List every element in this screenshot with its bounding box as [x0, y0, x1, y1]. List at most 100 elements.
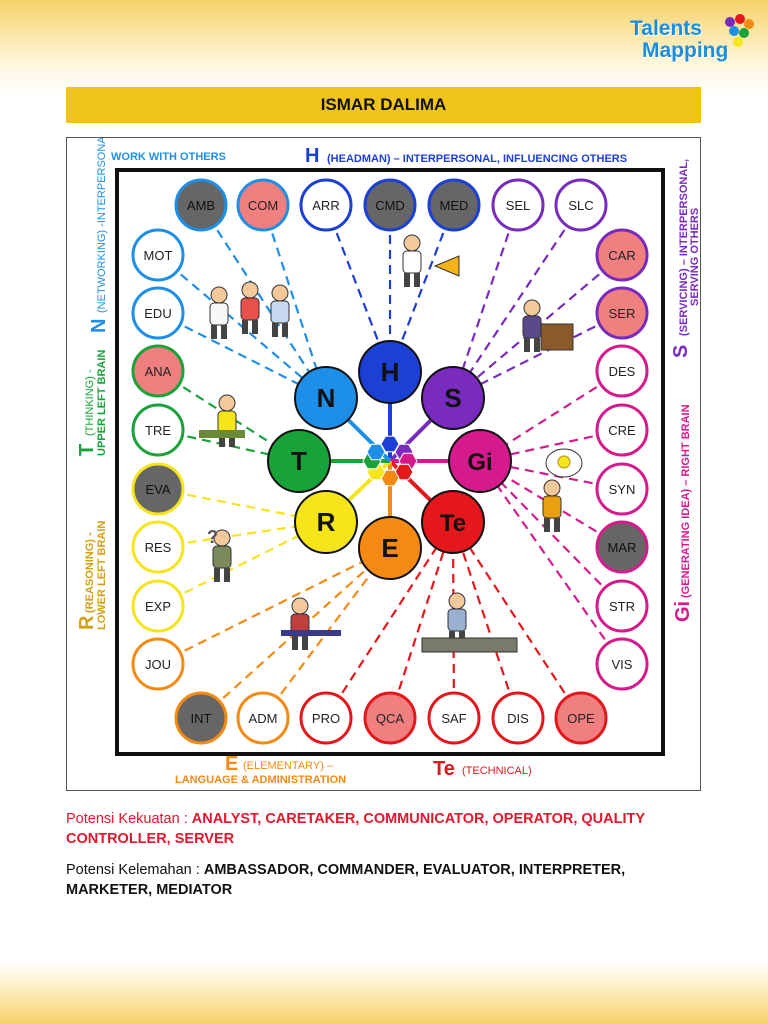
region-letter-s: S [670, 345, 692, 358]
clipart-porter [522, 299, 542, 352]
clipart-student-head [218, 394, 236, 412]
lightbulb-icon [557, 455, 571, 469]
clipart-person-3-leg-right [282, 323, 288, 337]
clipart-headman-body [402, 250, 422, 274]
clipart-person-1-leg-left [211, 325, 217, 339]
talent-label-cmd: CMD [375, 198, 405, 213]
talent-label-mar: MAR [608, 540, 637, 555]
clipart-person-2 [240, 281, 260, 334]
connector-line-amb [200, 204, 327, 399]
region-label-e1: (ELEMENTARY) – [243, 760, 334, 772]
region-letter-n: N [88, 319, 110, 333]
region-letter-e: E [225, 753, 238, 775]
talent-circle-dis [491, 691, 545, 745]
clipart-thinker-body [542, 495, 562, 519]
talent-circle-mar [595, 520, 649, 574]
region-label-h: (HEADMAN) – INTERPERSONAL, INFLUENCING O… [327, 153, 627, 165]
talent-circle-slc [554, 178, 608, 232]
talent-label-dis: DIS [507, 711, 529, 726]
clipart-person-1-leg-right [221, 325, 227, 339]
talent-circle-pro [299, 691, 353, 745]
talent-circle-jou [131, 637, 185, 691]
clipart-detective-body [212, 545, 232, 569]
clipart-detective-leg-left [214, 568, 220, 582]
clipart-person-2-leg-left [242, 320, 248, 334]
clipart-student [217, 394, 237, 447]
region-label-gi: (GENERATING IDEA) – RIGHT BRAIN [680, 404, 692, 598]
talent-label-ser: SER [609, 306, 636, 321]
connector-line-str [479, 460, 623, 607]
hexagon-cluster-icon [725, 14, 754, 47]
question-mark-icon: ? [207, 527, 218, 547]
talent-circle-sel [491, 178, 545, 232]
clipart-technician-head [448, 592, 466, 610]
clipart-thinker-leg-right [554, 518, 560, 532]
connector-line-qca [388, 521, 455, 719]
center-node-label-te: Te [440, 510, 466, 537]
talent-label-des: DES [609, 364, 636, 379]
strengths-line: Potensi Kekuatan : ANALYST, CARETAKER, C… [66, 809, 706, 849]
suitcase-icon [540, 323, 574, 351]
talent-label-arr: ARR [312, 198, 339, 213]
center-node-h [358, 340, 422, 404]
talent-circle-str [595, 579, 649, 633]
clipart-porter-body [522, 315, 542, 339]
region-label-t2: UPPER LEFT BRAIN [96, 350, 108, 456]
talent-label-med: MED [440, 198, 469, 213]
clipart-student-leg-left [219, 433, 225, 447]
connector-line-vis [479, 460, 623, 665]
clipart-thinker [542, 479, 562, 532]
region-label-te: (TECHNICAL) [462, 765, 532, 777]
center-node-gi [448, 429, 512, 493]
hub-hexagon-h [380, 435, 400, 453]
talent-label-pro: PRO [312, 711, 340, 726]
clipart-typist-head [291, 597, 309, 615]
talent-circle-cmd [363, 178, 417, 232]
talent-label-vis: VIS [612, 657, 633, 672]
talent-circle-res [131, 520, 185, 574]
region-label-t1: (THINKING) - [84, 369, 96, 436]
center-node-label-h: H [381, 357, 400, 387]
talent-circle-edu [131, 286, 185, 340]
talent-label-ana: ANA [145, 364, 172, 379]
center-node-s [421, 366, 485, 430]
talent-circle-amb [174, 178, 228, 232]
clipart-headman-head [403, 234, 421, 252]
clipart-student-leg-right [229, 433, 235, 447]
clipart-headman-leg-right [414, 273, 420, 287]
talent-label-eva: EVA [145, 482, 170, 497]
center-node-label-gi: Gi [467, 449, 492, 476]
connector-line-dis [451, 521, 520, 719]
talent-circle-ana [131, 344, 185, 398]
region-letter-te: Te [433, 758, 455, 780]
region-label-s2: SERVING OTHERS [689, 208, 700, 306]
talent-circle-syn [595, 462, 649, 516]
center-node-label-r: R [317, 507, 336, 537]
talent-circle-med [427, 178, 481, 232]
weaknesses-value: AMBASSADOR, COMMANDER, EVALUATOR, INTERP… [66, 862, 626, 898]
hub-hexagon-n [366, 443, 386, 461]
clipart-porter-head [523, 299, 541, 317]
talent-circle-exp [131, 579, 185, 633]
center-node-label-n: N [317, 383, 336, 413]
region-label-r1: (REASONING) - [84, 532, 96, 613]
talent-circle-des [595, 344, 649, 398]
region-letter-gi: Gi [672, 601, 694, 622]
page-title: ISMAR DALIMA [66, 87, 701, 123]
talent-label-exp: EXP [145, 599, 171, 614]
center-node-t [267, 429, 331, 493]
talent-circle-ser [595, 286, 649, 340]
talent-label-mot: MOT [144, 248, 173, 263]
center-node-label-s: S [444, 383, 461, 413]
clipart-porter-leg-right [534, 338, 540, 352]
talent-circle-com [236, 178, 290, 232]
center-node-te [421, 490, 485, 554]
logo-line2: Mapping [642, 39, 729, 62]
talent-label-cre: CRE [608, 423, 636, 438]
talent-circle-adm [236, 691, 290, 745]
clipart-person-2-leg-right [252, 320, 258, 334]
center-node-e [358, 516, 422, 580]
logo-line1: Talents [630, 17, 702, 40]
talent-label-amb: AMB [187, 198, 215, 213]
